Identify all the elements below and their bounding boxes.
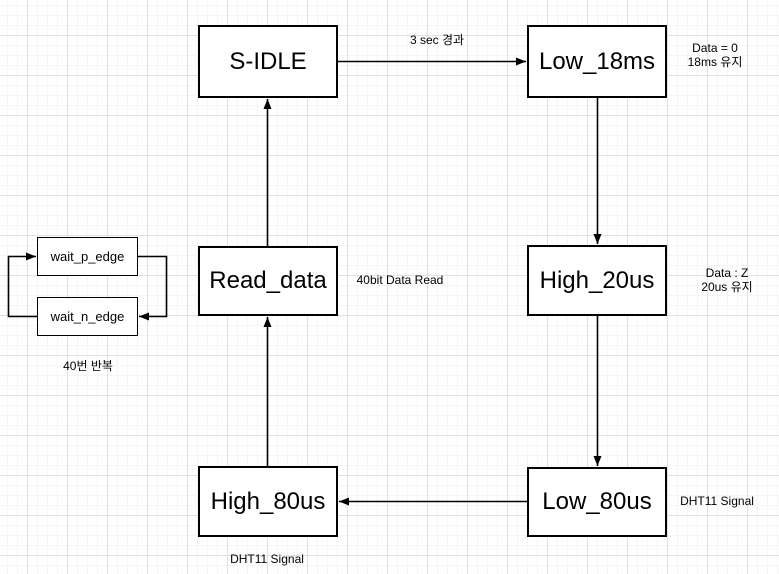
state-high-80us[interactable]: High_80us [198,466,338,537]
state-read-data-label: Read_data [209,267,327,294]
state-s-idle[interactable]: S-IDLE [198,25,338,98]
note-high-20us-line2: 20us 유지 [701,280,753,294]
state-low-18ms[interactable]: Low_18ms [527,25,667,98]
state-high-80us-label: High_80us [210,487,326,515]
state-high-20us[interactable]: High_20us [527,245,667,316]
note-low-18ms-line1: Data = 0 [692,41,738,55]
state-low-18ms-label: Low_18ms [538,47,656,75]
note-low-18ms-line2: 18ms 유지 [687,55,743,69]
state-wait-n-edge-label: wait_n_edge [50,309,125,324]
note-40bit-data-read[interactable]: 40bit Data Read [356,273,444,287]
state-wait-p-edge[interactable]: wait_p_edge [37,237,138,276]
state-high-20us-label: High_20us [539,266,655,294]
edge-wait-p-to-wait-n-loop[interactable] [138,255,168,321]
edge-wait-n-to-wait-p-loop[interactable] [7,252,38,318]
state-s-idle-label: S-IDLE [229,47,307,75]
state-low-80us-label: Low_80us [542,488,652,515]
state-wait-p-edge-label: wait_p_edge [50,249,125,264]
state-read-data[interactable]: Read_data [198,246,338,316]
edge-label-3sec[interactable]: 3 sec 경과 [409,33,465,47]
state-low-80us[interactable]: Low_80us [527,467,667,537]
note-low-80us-dht11-signal[interactable]: DHT11 Signal [680,494,754,508]
state-wait-n-edge[interactable]: wait_n_edge [37,297,138,336]
note-40-times-repeat[interactable]: 40번 반복 [63,359,113,373]
note-high-20us[interactable]: Data : Z 20us 유지 [677,266,777,294]
note-low-18ms[interactable]: Data = 0 18ms 유지 [665,41,765,69]
note-high-80us-dht11-signal[interactable]: DHT11 Signal [230,552,304,566]
note-high-20us-line1: Data : Z [705,266,749,280]
